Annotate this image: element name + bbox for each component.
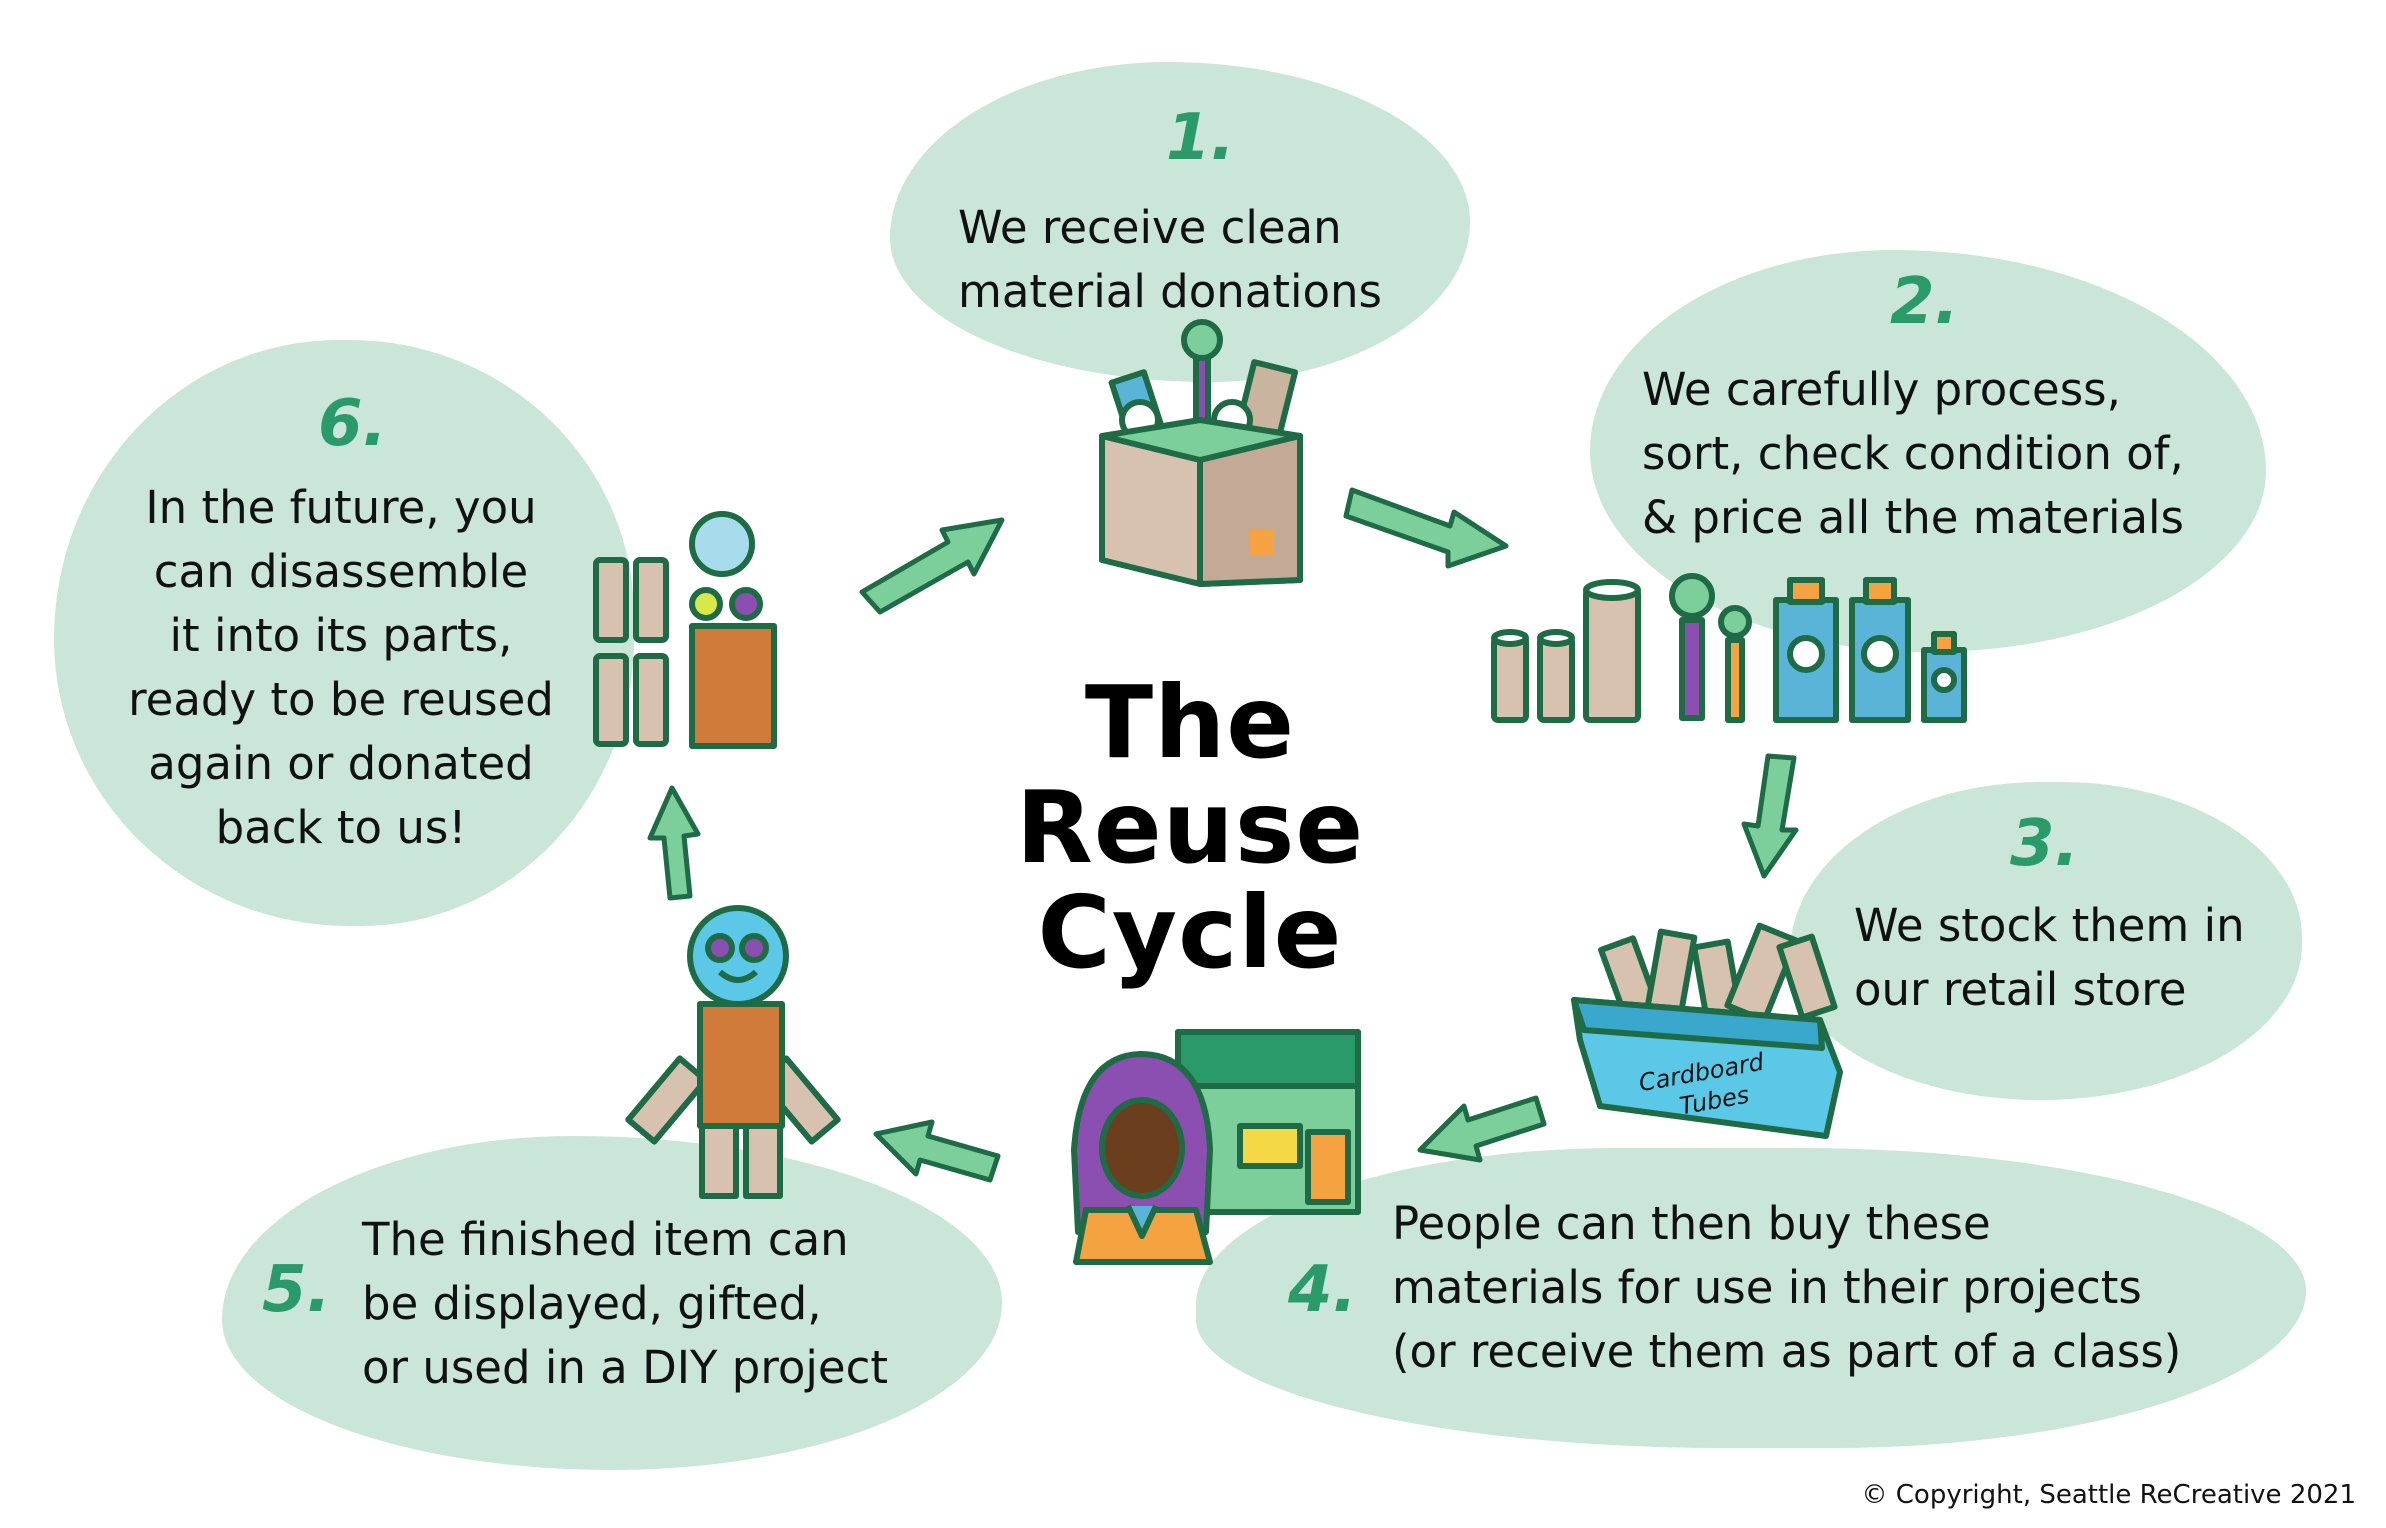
step-6-number: 6. [318, 387, 387, 461]
step-4-number: 4. [1288, 1253, 1357, 1327]
tube-robot-icon [625, 905, 841, 1199]
step-5-line: be displayed, gifted, [362, 1277, 822, 1330]
step-6-line: can disassemble [153, 545, 529, 598]
step-4-text: People can then buy these materials for … [1392, 1192, 2181, 1384]
step-6-line: it into its parts, [169, 609, 513, 662]
step-2-line: We carefully process, [1642, 363, 2121, 416]
step-1-text: We receive clean material donations [958, 196, 1382, 324]
step-4-blob [1196, 1148, 2306, 1448]
step-6-line: In the future, you [145, 481, 537, 534]
sorted-materials-icon [1491, 573, 1967, 723]
shopper-store-icon [1071, 1029, 1361, 1265]
step-3-line: We stock them in [1854, 899, 2245, 952]
step-5-line: The finished item can [362, 1213, 849, 1266]
step-5-blob [222, 1136, 1002, 1470]
step-6-text: In the future, you can disassemble it in… [84, 476, 598, 860]
step-2-line: sort, check condition of, [1642, 427, 2184, 480]
step-3-line: our retail store [1854, 963, 2187, 1016]
disassembled-parts-icon [593, 511, 777, 749]
step-2-line: & price all the materials [1642, 491, 2184, 544]
step-1-blob [890, 62, 1470, 382]
step-4-line: materials for use in their projects [1392, 1261, 2142, 1314]
arrow-3-to-4-icon [1417, 1095, 1547, 1163]
donation-box-icon [1099, 319, 1303, 587]
title-line2: Reuse Cycle [1015, 769, 1365, 991]
step-1-line: We receive clean [958, 201, 1342, 254]
step-4-line: (or receive them as part of a class) [1392, 1325, 2182, 1378]
arrow-5-to-6-icon [647, 785, 701, 901]
step-4-line: People can then buy these [1392, 1197, 1991, 1250]
diagram-title: The Reuse Cycle [880, 670, 1500, 985]
step-6-line: ready to be reused [128, 673, 554, 726]
cardboard-tube-crate-icon: Cardboard Tubes [1571, 922, 1843, 1139]
step-3-text: We stock them in our retail store [1854, 894, 2245, 1022]
step-1-number: 1. [1166, 101, 1235, 175]
step-2-text: We carefully process, sort, check condit… [1642, 358, 2184, 550]
step-6-line: again or donated [148, 737, 534, 790]
step-3-number: 3. [2010, 807, 2079, 881]
step-2-number: 2. [1890, 265, 1959, 339]
step-6-blob [54, 340, 634, 926]
title-line1: The [1084, 664, 1296, 781]
step-1-line: material donations [958, 265, 1382, 318]
step-5-line: or used in a DIY project [362, 1341, 888, 1394]
step-6-line: back to us! [215, 801, 467, 854]
step-5-text: The finished item can be displayed, gift… [362, 1208, 888, 1400]
arrow-4-to-5-icon [873, 1119, 1001, 1183]
arrow-6-to-1-icon [859, 517, 1005, 615]
copyright-notice: © Copyright, Seattle ReCreative 2021 [1861, 1480, 2356, 1510]
step-3-blob [1790, 782, 2302, 1100]
step-5-number: 5. [262, 1253, 331, 1327]
arrow-1-to-2-icon [1343, 487, 1509, 569]
arrow-2-to-3-icon [1741, 753, 1799, 879]
